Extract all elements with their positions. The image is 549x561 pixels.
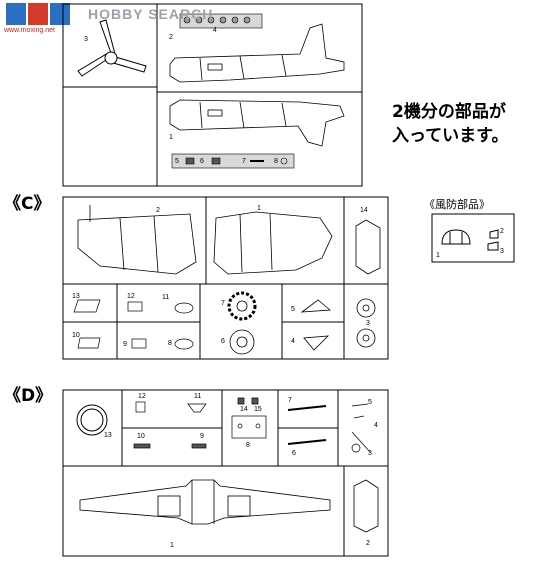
part-number: 1: [170, 542, 174, 549]
part-number: 14: [240, 406, 248, 413]
part-number: 12: [127, 293, 135, 300]
main-wing-part: [79, 479, 331, 525]
part-number: 11: [162, 294, 170, 301]
section-d-label: 《D》: [4, 386, 53, 406]
part-number: 5: [368, 399, 372, 406]
part-number: 8: [274, 158, 278, 165]
part-number: 15: [254, 406, 262, 413]
part-number: 14: [360, 207, 368, 214]
watermark-url: www.moxing.net: [4, 27, 55, 34]
sprue-c-frame: [62, 196, 389, 360]
part-number: 9: [200, 433, 204, 440]
part-number: 10: [72, 332, 80, 339]
fuselage-half-upper: [169, 23, 345, 83]
part-number: 6: [200, 158, 204, 165]
engine-cylinder-part: [227, 291, 257, 355]
part-number: 6: [221, 338, 225, 345]
parts-note-line1: 2機分の部品が: [392, 102, 506, 122]
small-parts-row-top: [179, 13, 263, 29]
section-c-label: 《C》: [4, 194, 51, 214]
part-number: 7: [288, 397, 292, 404]
part-number: 3: [366, 320, 370, 327]
part-number: 5: [175, 158, 179, 165]
part-number: 1: [257, 205, 261, 212]
part-number: 3: [84, 36, 88, 43]
part-number: 2: [169, 34, 173, 41]
canopy-part-number: 2: [500, 228, 504, 235]
part-number: 12: [138, 393, 146, 400]
part-number: 4: [291, 338, 295, 345]
part-number: 6: [292, 450, 296, 457]
part-number: 13: [104, 432, 112, 439]
small-parts-c: [73, 299, 194, 350]
canopy-part-number: 1: [436, 252, 440, 259]
part-number: 4: [213, 27, 217, 34]
wing-upper-part: [77, 205, 197, 275]
canopy-part-number: 3: [500, 248, 504, 255]
part-number: 11: [194, 393, 202, 400]
part-number: 1: [169, 134, 173, 141]
canopy-frame: [431, 213, 515, 263]
part-number: 3: [368, 450, 372, 457]
parts-note: 2機分の部品が 入っています。: [392, 100, 508, 148]
part-number: 10: [137, 433, 145, 440]
part-number: 7: [242, 158, 246, 165]
part-number: 2: [156, 207, 160, 214]
small-parts-d: [133, 397, 371, 453]
watermark-title: HOBBY SEARCH: [88, 6, 214, 22]
canopy-title: 《風防部品》: [424, 198, 490, 211]
small-parts-row-bottom: [171, 153, 295, 169]
watermark-logo: [6, 3, 70, 25]
propeller-part: [77, 19, 147, 77]
sprue-d-frame: [62, 389, 389, 557]
part-number: 8: [168, 340, 172, 347]
part-number: 4: [374, 422, 378, 429]
cowling-ring-part: [76, 404, 108, 436]
part-number: 7: [221, 300, 225, 307]
part-number: 13: [72, 293, 80, 300]
rudder-part: [353, 479, 379, 533]
part-number: 9: [123, 341, 127, 348]
fuselage-half-lower: [169, 99, 345, 147]
part-number: 2: [366, 540, 370, 547]
sprue-a-frame: [62, 3, 363, 187]
part-number: 5: [291, 306, 295, 313]
landing-gear-parts-c: [300, 298, 376, 351]
tail-fin-part: [355, 219, 381, 275]
parts-note-line2: 入っています。: [392, 126, 509, 146]
part-number: 8: [246, 442, 250, 449]
wing-lower-part: [213, 211, 333, 275]
